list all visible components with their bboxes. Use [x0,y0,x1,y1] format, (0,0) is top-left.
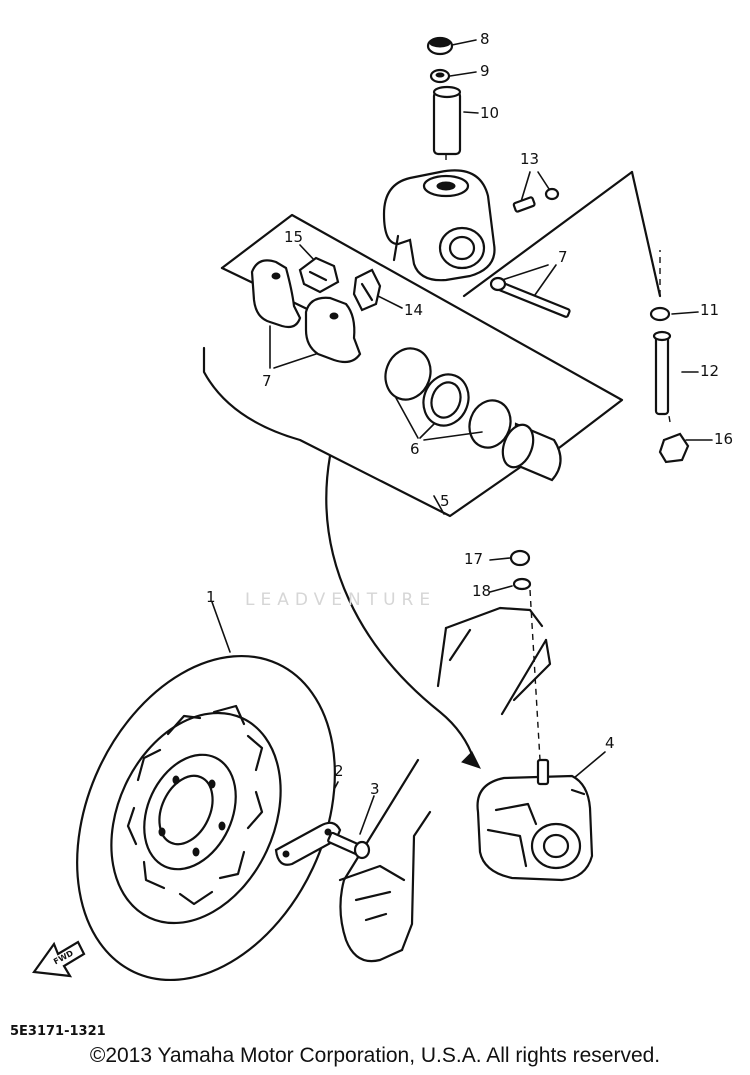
pin-bolt-part [489,276,571,318]
callout-15: 15 [284,228,304,246]
callout-13: 13 [520,150,540,168]
mounting-axis-line [630,170,662,298]
callout-9: 9 [480,62,490,80]
cap-nut-part [426,36,454,56]
pad-support-part [298,256,340,294]
callout-17: 17 [464,550,484,568]
callout-5: 5 [440,492,450,510]
mounting-axis-line [462,170,634,298]
disc-bolt-holes [158,775,226,857]
callout-7-lower: 7 [262,372,272,390]
callout-7-upper: 7 [558,248,568,266]
watermark-text: LEADVENTURE [245,590,437,610]
callout-8: 8 [480,30,490,48]
pad-spring-part [352,268,382,312]
brake-disc-part [76,654,336,982]
diagram-part-code: 5E3171-1321 [10,1024,106,1039]
nut-washer-part [509,549,532,591]
disc-bolt-part [327,831,371,860]
callout-1: 1 [206,588,216,606]
callout-10: 10 [480,104,500,122]
caliper-support-bracket [382,169,496,282]
brake-caliper-part [476,758,594,882]
axle-bolt-part [649,306,690,464]
bleeder-screw-part [512,187,560,213]
callout-18: 18 [472,582,492,600]
callout-3: 3 [370,780,380,798]
callout-6: 6 [410,440,420,458]
forward-arrow-icon [32,940,86,978]
callout-4: 4 [605,734,615,752]
disc-slots [126,704,264,906]
callout-12: 12 [700,362,720,380]
callout-14: 14 [404,301,424,319]
copyright-notice: ©2013 Yamaha Motor Corporation, U.S.A. A… [89,1044,661,1067]
sleeve-part [432,85,462,156]
brake-pad-part [250,259,362,364]
brake-hose [325,454,481,769]
piston-seal-part [384,347,562,482]
callout-11: 11 [700,301,720,319]
callout-16: 16 [714,430,734,448]
washer-part [429,68,451,84]
fork-leg [338,606,552,963]
callout-2: 2 [334,762,344,780]
